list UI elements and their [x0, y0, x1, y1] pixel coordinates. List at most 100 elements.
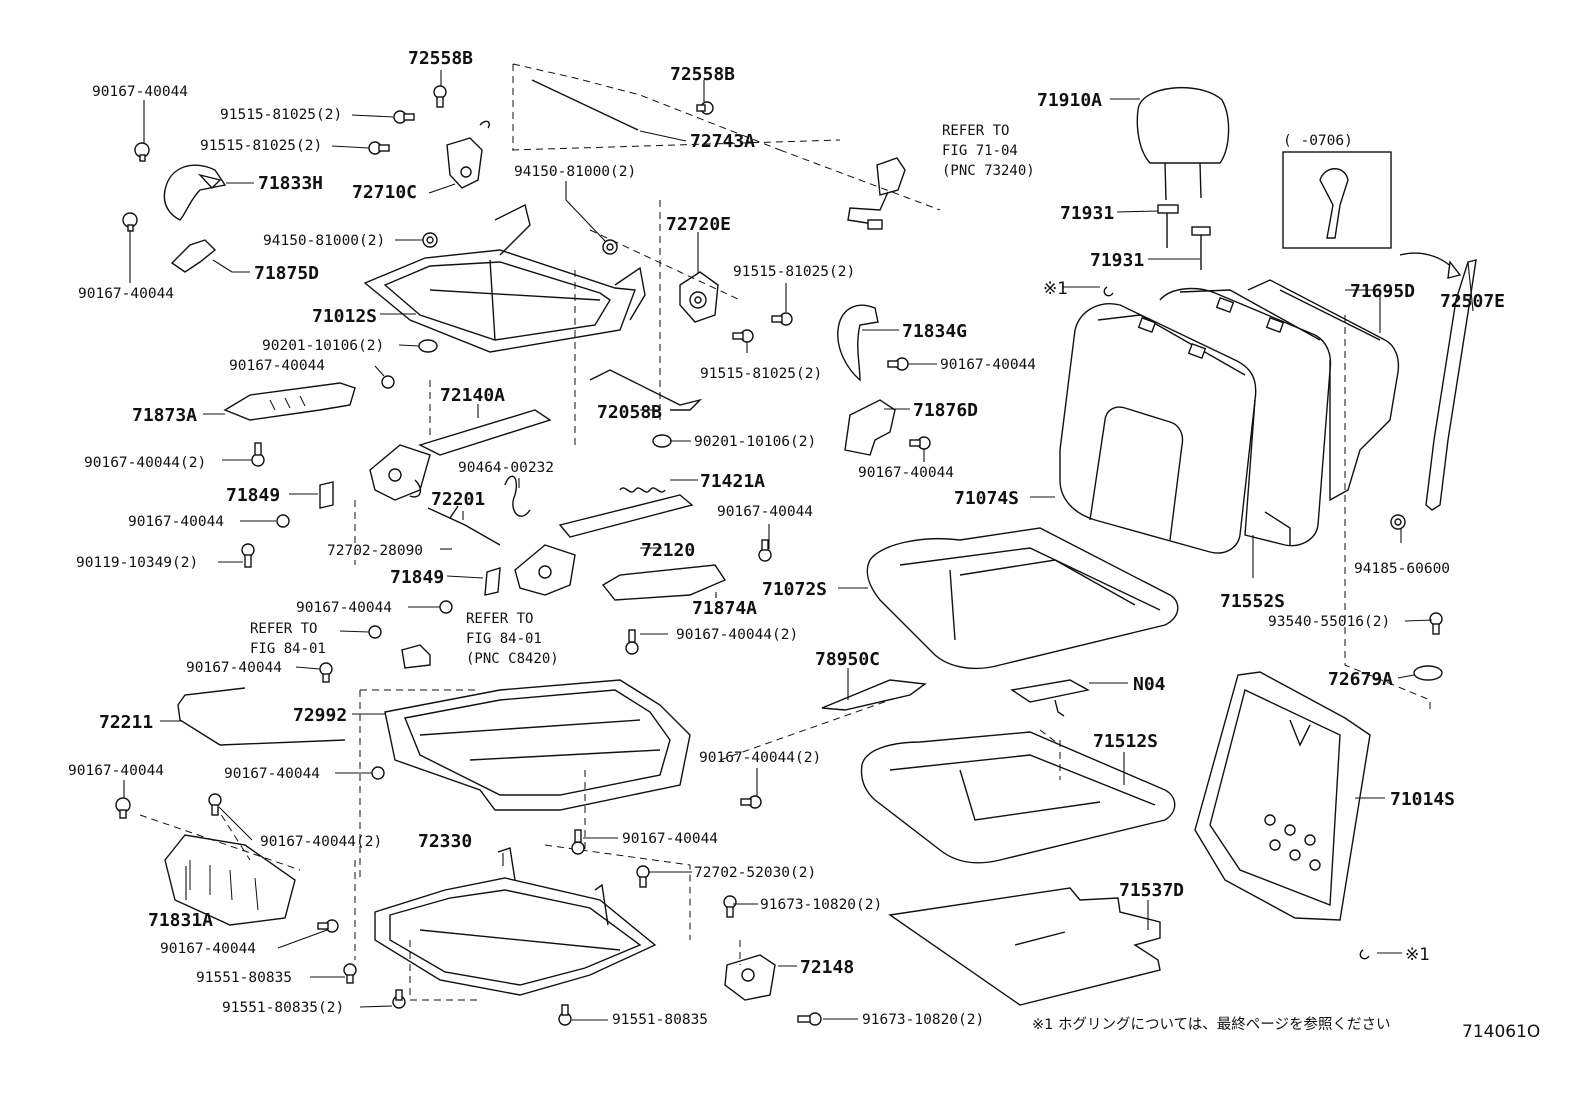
assembly-dashed-lines	[139, 63, 1431, 1001]
label-90464-00232: 90464-00232	[458, 460, 554, 476]
label-91551-80835-2: 91551-80835(2)	[222, 1000, 344, 1016]
track-72140A	[369, 409, 552, 501]
label-90119-10349: 90119-10349(2)	[76, 555, 198, 571]
label-72992: 72992	[293, 705, 347, 726]
hog-ring-icon	[1103, 286, 1114, 297]
strap-71834G	[837, 304, 879, 382]
bolt-icon	[393, 110, 415, 124]
bolt-icon	[433, 85, 447, 108]
spring-71421A	[619, 487, 666, 493]
refer-1-line3: (PNC 73240)	[942, 163, 1035, 179]
label-71873A: 71873A	[132, 405, 197, 426]
label-71931-a: 71931	[1060, 203, 1114, 224]
refer-2-line1: REFER TO	[466, 611, 533, 627]
washer-icon	[652, 434, 672, 448]
pad-71849-a	[319, 481, 334, 509]
label-N04: N04	[1133, 674, 1166, 695]
label-71072S: 71072S	[762, 579, 827, 600]
bolt-icon	[371, 766, 385, 780]
bolt-icon	[368, 625, 382, 639]
bolt-icon	[571, 829, 585, 855]
lever-72201	[427, 505, 501, 546]
label-90167-40044-c: 90167-40044	[229, 358, 325, 374]
bolt-icon	[241, 543, 255, 568]
label-91515-81025-b: 91515-81025(2)	[200, 138, 322, 154]
label-71421A: 71421A	[700, 471, 765, 492]
label-71831A: 71831A	[148, 910, 213, 931]
bolt-icon	[251, 442, 265, 467]
track-72120	[514, 494, 694, 596]
label-71695D: 71695D	[1350, 281, 1415, 302]
pad-78950C	[821, 679, 927, 711]
label-71931-b: 71931	[1090, 250, 1144, 271]
bolt-icon	[636, 865, 650, 888]
note-mark-a: ※1	[1043, 279, 1068, 299]
cover-71874A	[601, 564, 727, 601]
cushion-71072S	[866, 527, 1179, 670]
frame-72330	[374, 847, 657, 996]
label-91551-80835-b: 91551-80835	[612, 1012, 708, 1028]
bolt-icon	[625, 629, 639, 655]
refer-blocks: REFER TO FIG 71-04 (PNC 73240) REFER TO …	[250, 123, 1035, 667]
nut-icon	[1390, 514, 1406, 530]
bolt-icon	[758, 539, 772, 562]
label-72558B-a: 72558B	[408, 48, 473, 69]
bolt-icon	[392, 989, 406, 1009]
inset-box	[1282, 151, 1462, 279]
bolt-icon	[208, 793, 222, 816]
label-90167-40044-2-d: 90167-40044(2)	[260, 834, 382, 850]
connector-part	[401, 644, 431, 669]
label-72679A: 72679A	[1328, 669, 1393, 690]
label-90167-40044-2-a: 90167-40044(2)	[84, 455, 206, 471]
label-72743A: 72743A	[690, 131, 755, 152]
footer-note: ※1 ホグリングについては、最終ページを参照ください	[1032, 1016, 1390, 1033]
label-71512S: 71512S	[1093, 731, 1158, 752]
bolt-icon	[1429, 612, 1443, 635]
cap-72679A	[1413, 665, 1443, 681]
part-shapes	[115, 79, 1477, 1026]
label-71849-a: 71849	[226, 485, 280, 506]
bolt-icon	[122, 212, 138, 232]
label-91515-81025-c: 91515-81025(2)	[733, 264, 855, 280]
cover-71873A	[223, 382, 356, 421]
label-72120: 72120	[641, 540, 695, 561]
label-91551-80835-a: 91551-80835	[196, 970, 292, 986]
headrest-71910A	[1136, 87, 1230, 201]
pan-72992	[384, 679, 691, 811]
seat-back-71074S	[1059, 303, 1257, 554]
label-71012S: 71012S	[312, 306, 377, 327]
label-90167-40044-f: 90167-40044	[296, 600, 392, 616]
label-90167-40044-j: 90167-40044	[622, 831, 718, 847]
back-frame-71014S	[1194, 671, 1371, 921]
sheet-71537D	[888, 887, 1161, 1006]
label-71834G: 71834G	[902, 321, 967, 342]
label-90167-40044-b: 90167-40044	[78, 286, 174, 302]
nut-icon	[422, 232, 438, 248]
hog-ring-icon	[1359, 949, 1370, 960]
label-90167-40044-h: 90167-40044	[224, 766, 320, 782]
strap-71833H	[163, 164, 227, 221]
bolt-icon	[740, 795, 762, 809]
refer-1-line1: REFER TO	[942, 123, 1009, 139]
label-90167-40044-l: 90167-40044	[940, 357, 1036, 373]
label-71014S: 71014S	[1390, 789, 1455, 810]
footer: ※1 ホグリングについては、最終ページを参照ください 714061O	[1032, 1016, 1540, 1042]
label-71849-b: 71849	[390, 567, 444, 588]
seatbelt-buckle	[847, 157, 906, 230]
label-72720E: 72720E	[666, 214, 731, 235]
label-72702-28090: 72702-28090	[327, 543, 423, 559]
back-board-71695D	[1247, 279, 1400, 502]
bracket-72148	[724, 954, 776, 1001]
wire-72211	[177, 687, 346, 746]
heater-N04	[1010, 679, 1090, 703]
shield-71831A	[164, 834, 296, 926]
part-labels: 72558B 72558B 90167-40044 91515-81025(2)…	[68, 48, 1505, 1028]
label-72148: 72148	[800, 957, 854, 978]
label-71874A: 71874A	[692, 598, 757, 619]
bolt-icon	[317, 919, 339, 933]
guide-71931-a	[1157, 204, 1179, 248]
cable-72058B	[589, 369, 703, 411]
label-72702-52030: 72702-52030(2)	[694, 865, 816, 881]
refer-1-line2: FIG 71-04	[942, 143, 1018, 159]
bolt-icon	[696, 101, 714, 115]
